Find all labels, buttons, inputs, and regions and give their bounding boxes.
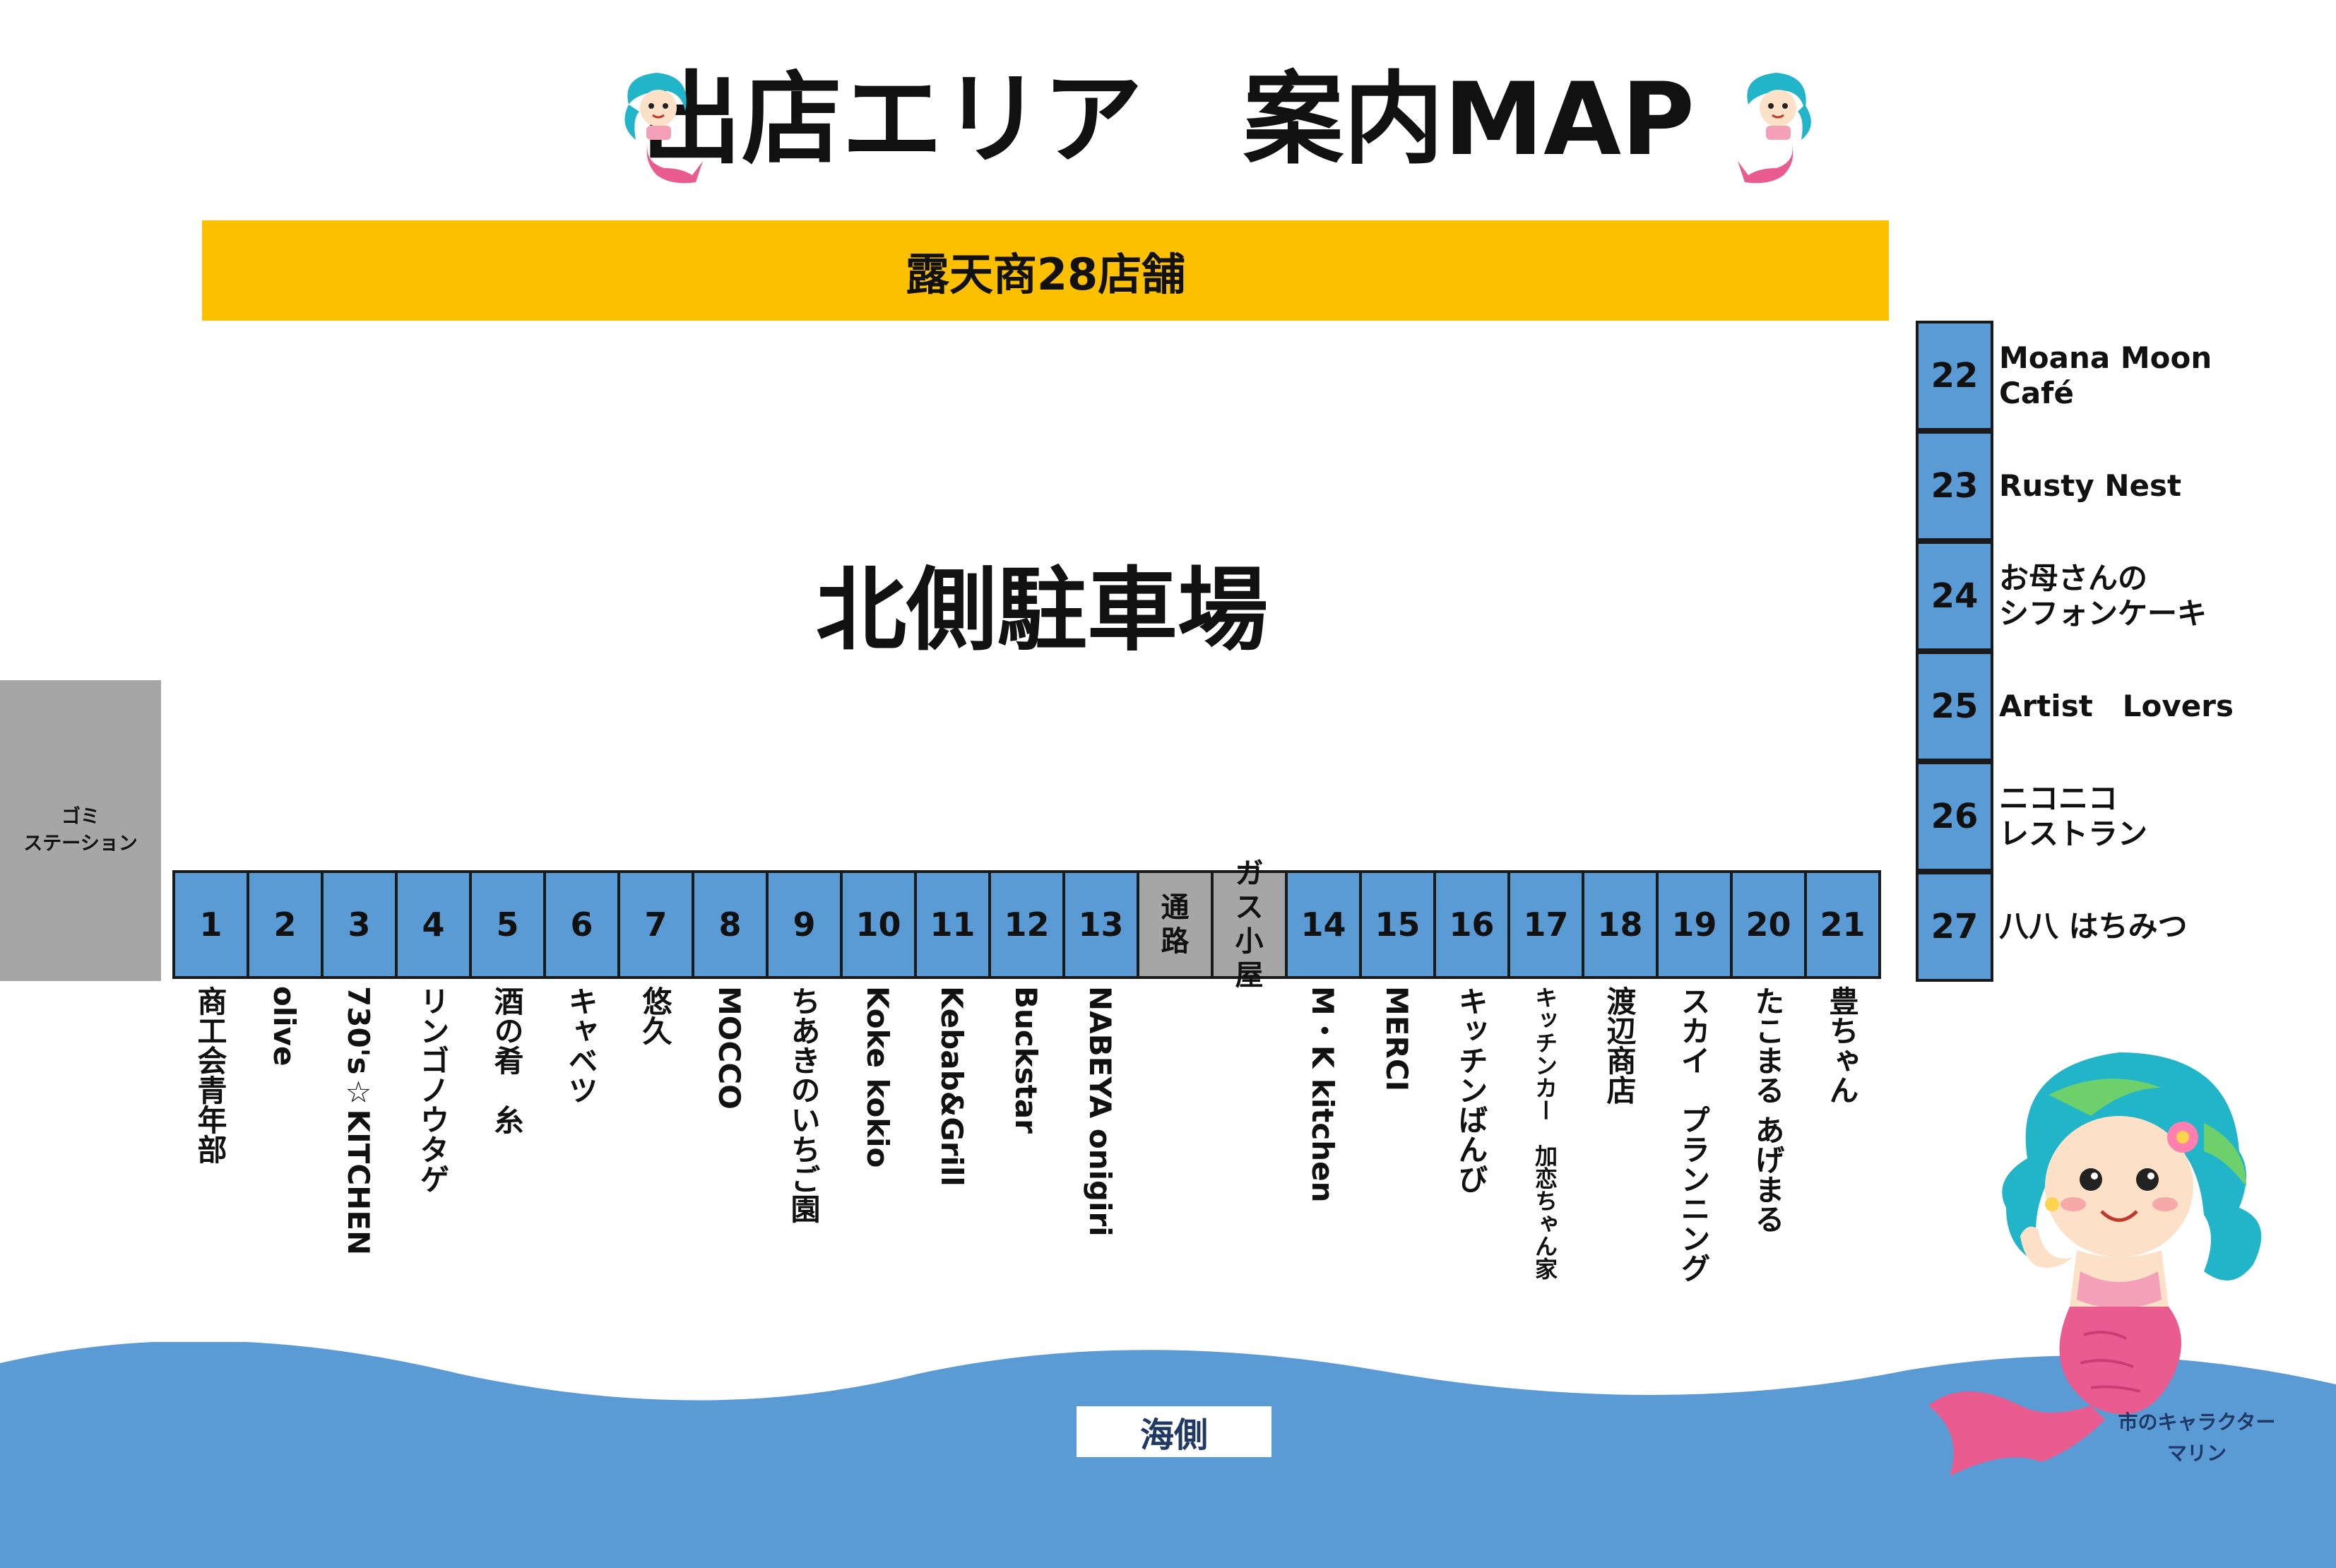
stall-name-label: olive	[267, 986, 302, 1067]
passage-box: 通路	[1137, 870, 1214, 979]
stall-name-label: キッチンばんび	[1454, 986, 1488, 1194]
stall-name-label: MERCI	[1380, 986, 1414, 1092]
stall-name-label: 豊ちゃん	[1825, 986, 1859, 1105]
stall-number-box: 19	[1656, 870, 1733, 979]
stall-name-label: 悠久	[638, 986, 672, 1045]
stall-name-label: Rusty Nest	[1999, 468, 2182, 503]
stall-number-box: 7	[617, 870, 694, 979]
stall-number-box: 1	[172, 870, 249, 979]
stall-name-label: 渡辺商店	[1602, 986, 1637, 1105]
character-caption: 市のキャラクター マリン	[2091, 1407, 2303, 1469]
stall-name-label: 八八 はちみつ	[1999, 909, 2188, 944]
stall-number-box: 11	[914, 870, 991, 979]
stall-number-box: 3	[321, 870, 398, 979]
stall-number-box: 12	[988, 870, 1065, 979]
stall-number-box: 16	[1433, 870, 1510, 979]
stall-name-label: Kebab&Grill	[935, 986, 969, 1187]
stall-number-box: 17	[1507, 870, 1584, 979]
stall-name-label: 730's☆KITCHEN	[341, 986, 376, 1256]
stall-name-label: NABEYA onigiri	[1083, 986, 1117, 1237]
stall-number-box: 18	[1582, 870, 1659, 979]
stall-number-box: 9	[766, 870, 843, 979]
north-parking-label: 北側駐車場	[815, 558, 1268, 663]
page-title: 出店エリア 案内MAP	[641, 61, 1695, 178]
stall-number-box: 25	[1916, 651, 1993, 761]
stall-number-box: 6	[543, 870, 620, 979]
store-count-banner: 露天商28店舗	[202, 220, 1889, 321]
stall-name-label: キャベツ	[564, 986, 598, 1105]
mermaid-icon	[624, 73, 703, 184]
stall-name-label: 酒の肴 糸	[490, 986, 524, 1134]
stall-number-box: 24	[1916, 541, 1993, 651]
stall-number-box: 21	[1804, 870, 1881, 979]
stall-name-label: スカイ プランニング	[1676, 986, 1711, 1283]
stall-name-label: Moana Moon Café	[1999, 340, 2212, 410]
stall-name-label: リンゴノウタゲ	[415, 986, 450, 1194]
stall-number-box: 4	[395, 870, 472, 979]
stall-number-box: 20	[1730, 870, 1807, 979]
mermaid-character-icon	[1928, 1052, 2262, 1476]
stall-number-box: 14	[1285, 870, 1362, 979]
stall-number-box: 15	[1359, 870, 1436, 979]
stall-name-label: お母さんの シフォンケーキ	[1999, 561, 2207, 631]
stall-name-label: たこまる あげまる	[1750, 986, 1785, 1234]
mermaid-icon	[1738, 73, 1811, 184]
character-caption-line2: マリン	[2166, 1442, 2227, 1465]
stall-name-label: キッチンカー 加恋ちゃん家	[1531, 986, 1558, 1280]
stall-name-label: ちあきのいちご園	[786, 986, 821, 1223]
stall-name-label: MOCCO	[712, 986, 747, 1110]
stall-number-box: 27	[1916, 872, 1993, 982]
stall-name-label: M・K kitchen	[1305, 986, 1340, 1203]
gas-hut-box: ガス小屋	[1211, 857, 1288, 992]
stall-number-box: 10	[840, 870, 917, 979]
character-caption-line1: 市のキャラクター	[2118, 1410, 2276, 1434]
stall-number-box: 13	[1062, 870, 1139, 979]
stall-name-label: ニコニコ レストラン	[1999, 781, 2148, 851]
stall-number-box: 22	[1916, 321, 1993, 431]
stall-name-label: 商工会青年部	[193, 986, 227, 1164]
stall-name-label: Buckstar	[1009, 986, 1043, 1134]
stall-number-box: 8	[692, 870, 769, 979]
stall-name-label: Artist Lovers	[1999, 689, 2234, 723]
stall-number-box: 2	[247, 870, 324, 979]
sea-side-label: 海側	[1077, 1406, 1271, 1457]
garbage-station-line2: ステーション	[23, 833, 138, 855]
stall-number-box: 5	[469, 870, 546, 979]
garbage-station-line1: ゴミ	[61, 806, 100, 828]
garbage-station: ゴミ ステーション	[0, 680, 161, 981]
stall-name-label: Koke kokio	[860, 986, 895, 1168]
stall-number-box: 23	[1916, 431, 1993, 541]
stall-number-box: 26	[1916, 761, 1993, 872]
